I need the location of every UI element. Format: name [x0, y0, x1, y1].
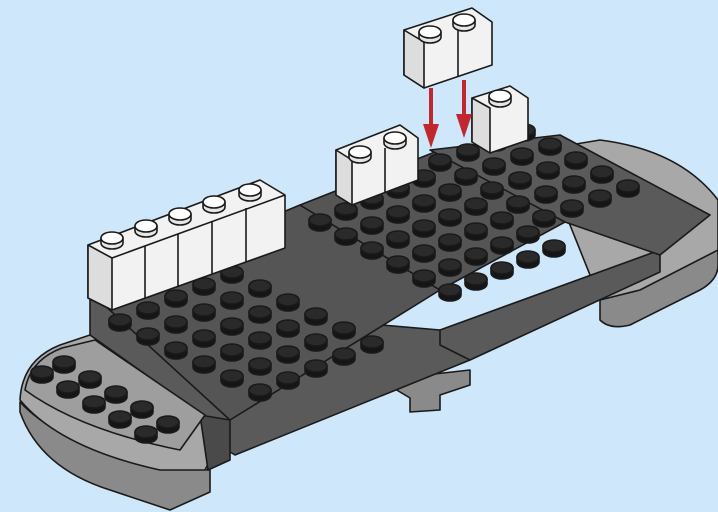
stud [439, 184, 461, 201]
stud [137, 302, 159, 319]
stud [109, 314, 131, 331]
placement-arrows [423, 80, 472, 148]
stud [31, 366, 53, 383]
stud [439, 209, 461, 226]
stud [387, 206, 409, 223]
stud [533, 210, 555, 227]
stud [361, 336, 383, 353]
stud [589, 190, 611, 207]
stud [137, 328, 159, 345]
stud [277, 320, 299, 337]
stud [221, 344, 243, 361]
stud [429, 154, 451, 171]
stud [165, 316, 187, 333]
stud [203, 196, 225, 213]
stud [305, 308, 327, 325]
stud [537, 162, 559, 179]
stud [517, 226, 539, 243]
stud [453, 14, 475, 31]
stud [483, 158, 505, 175]
stud [457, 144, 479, 161]
stud [491, 237, 513, 254]
stud [491, 262, 513, 279]
stud [221, 292, 243, 309]
stud [105, 386, 127, 403]
stud [387, 256, 409, 273]
stud [101, 232, 123, 249]
stud [221, 318, 243, 335]
stud [491, 212, 513, 229]
stud [193, 330, 215, 347]
stud [361, 242, 383, 259]
stud [507, 196, 529, 213]
stud [535, 186, 557, 203]
stud [135, 426, 157, 443]
white-brick-2x1-new [404, 8, 492, 88]
stud [249, 332, 271, 349]
stud [387, 231, 409, 248]
stud [413, 270, 435, 287]
stud [165, 342, 187, 359]
stud [543, 240, 565, 257]
stud [305, 360, 327, 377]
stud [53, 356, 75, 373]
stud [617, 180, 639, 197]
stud [169, 208, 191, 225]
stud [413, 195, 435, 212]
stud [419, 26, 441, 43]
stud [511, 148, 533, 165]
single-brick-stud [489, 90, 511, 107]
stud [489, 90, 511, 107]
stud [465, 248, 487, 265]
stud [165, 290, 187, 307]
stud [157, 416, 179, 433]
stud [277, 346, 299, 363]
stud [413, 220, 435, 237]
stud [135, 220, 157, 237]
stud [413, 245, 435, 262]
stud [439, 284, 461, 301]
stud [361, 217, 383, 234]
stud [249, 280, 271, 297]
stud [83, 396, 105, 413]
stud [349, 146, 371, 163]
stud [193, 356, 215, 373]
stud [333, 348, 355, 365]
stud [305, 334, 327, 351]
stud [277, 294, 299, 311]
stud [333, 322, 355, 339]
stud [465, 273, 487, 290]
stud [239, 184, 261, 201]
stud [335, 228, 357, 245]
stud [465, 198, 487, 215]
stud [509, 172, 531, 189]
stud [591, 166, 613, 183]
stud [561, 200, 583, 217]
stud [539, 138, 561, 155]
stud [384, 132, 406, 149]
stud [249, 384, 271, 401]
stud [277, 372, 299, 389]
stud [439, 259, 461, 276]
stud [131, 401, 153, 418]
stud [79, 371, 101, 388]
stud [481, 182, 503, 199]
stud [309, 214, 331, 231]
stud [517, 251, 539, 268]
stud [565, 152, 587, 169]
stud [249, 306, 271, 323]
stud [465, 223, 487, 240]
stud [193, 304, 215, 321]
stud [563, 176, 585, 193]
stud [221, 370, 243, 387]
stud [109, 411, 131, 428]
stud [455, 168, 477, 185]
stud [439, 234, 461, 251]
stud [249, 358, 271, 375]
stud [335, 203, 357, 220]
stud [57, 381, 79, 398]
